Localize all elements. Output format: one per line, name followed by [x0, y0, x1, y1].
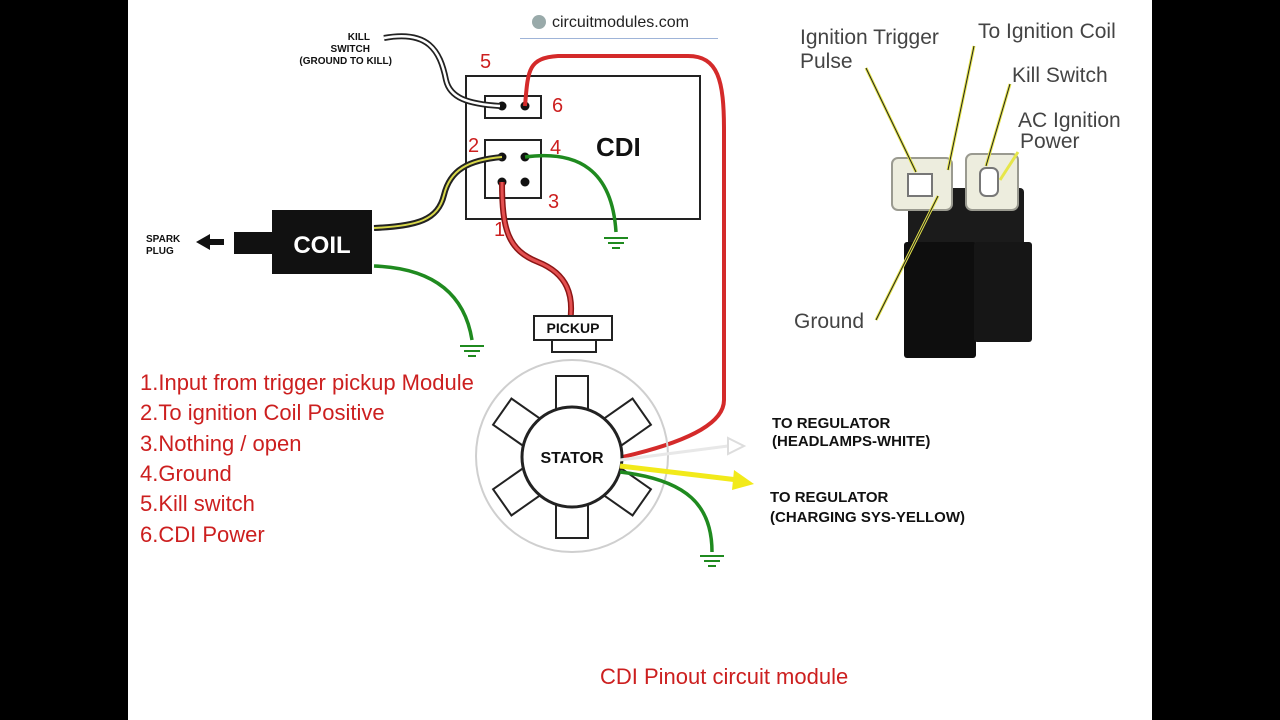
coil-label: COIL: [293, 232, 350, 259]
legend-item-5: 5.Kill switch: [140, 491, 255, 516]
kill-label-1: KILL: [348, 32, 370, 43]
letterbox-left: [0, 0, 128, 720]
ground-symbol-coil: [460, 345, 484, 357]
connector-left-socket: [907, 173, 933, 197]
label-to-ignition-coil: To Ignition Coil: [978, 20, 1116, 43]
regulator-white-label-2: (HEADLAMPS-WHITE): [772, 433, 930, 450]
cdi-ground-wire: [524, 153, 618, 233]
label-ac-power-1: AC Ignition: [1018, 109, 1121, 132]
globe-icon: [532, 15, 546, 29]
stator-label: STATOR: [540, 450, 604, 467]
legend-item-3: 3.Nothing / open: [140, 431, 302, 456]
wiring-diagram: KILL SWITCH (GROUND TO KILL) CDI 1 2 3 4…: [146, 20, 1121, 567]
ground-symbol-stator: [700, 555, 724, 567]
pickup-base: [551, 339, 597, 353]
kill-label-2: SWITCH: [331, 44, 370, 55]
cdi-power-wire: [523, 54, 726, 460]
coil-terminal: [234, 232, 274, 254]
white-arrow-icon: [727, 436, 747, 456]
label-ignition-trigger-1: Ignition Trigger: [800, 26, 939, 49]
kill-label-3: (GROUND TO KILL): [299, 56, 392, 67]
legend-item-1: 1.Input from trigger pickup Module: [140, 370, 474, 395]
label-kill-switch: Kill Switch: [1012, 64, 1108, 87]
connector-4pin: [484, 139, 542, 199]
cdi-unit-photo: [891, 153, 1032, 358]
site-watermark-text: circuitmodules.com: [552, 14, 689, 31]
cdi-unit-side: [974, 242, 1032, 342]
pin-6-label: 6: [552, 95, 563, 117]
photo-leader-outlines: [865, 45, 1011, 321]
legend-item-6: 6.CDI Power: [140, 522, 265, 547]
pin-3-label: 3: [548, 191, 559, 213]
trigger-wire: [500, 181, 573, 323]
connector-right-socket: [979, 167, 999, 197]
coil-block: [272, 210, 372, 274]
diagram-canvas: circuitmodules.com: [128, 0, 1152, 720]
white-output-wire: [619, 444, 729, 462]
cdi-unit-front: [904, 242, 976, 358]
pin-4-label: 4: [550, 137, 561, 159]
regulator-white-label-1: TO REGULATOR: [772, 415, 891, 432]
coil-wire-inner: [373, 156, 503, 229]
pin-2-label: 2: [468, 135, 479, 157]
spark-plug-label-2: PLUG: [146, 246, 174, 257]
pin-3-dot: [520, 177, 530, 187]
label-ignition-trigger-2: Pulse: [800, 50, 853, 73]
pickup-label: PICKUP: [547, 320, 600, 336]
regulator-yellow-label-2: (CHARGING SYS-YELLOW): [770, 509, 965, 526]
site-watermark: circuitmodules.com: [532, 14, 689, 32]
legend-item-2: 2.To ignition Coil Positive: [140, 400, 385, 425]
label-ground: Ground: [794, 310, 864, 333]
legend-item-4: 4.Ground: [140, 461, 232, 486]
page-caption: CDI Pinout circuit module: [600, 664, 849, 689]
letterbox-right: [1152, 0, 1280, 720]
spark-arrow-icon: [196, 234, 224, 250]
stator-ground-wire: [619, 470, 714, 553]
yellow-output-wire: [619, 463, 739, 483]
stator-core: [520, 405, 624, 509]
watermark-underline: [520, 38, 718, 39]
yellow-arrow-icon: [732, 470, 754, 490]
pin-1-label: 1: [494, 219, 505, 241]
pickup-box: [533, 315, 613, 341]
regulator-yellow-label-1: TO REGULATOR: [770, 489, 889, 506]
ground-symbol-cdi: [604, 237, 628, 249]
label-ac-power-2: Power: [1020, 130, 1080, 153]
spark-plug-label-1: SPARK: [146, 234, 181, 245]
cdi-label: CDI: [596, 132, 641, 162]
coil-ground-wire: [373, 264, 474, 341]
pin-5-label: 5: [480, 51, 491, 73]
kill-wire-inner: [383, 35, 501, 108]
stator-outer-ring: [475, 359, 669, 553]
leader-ac: [998, 151, 1020, 181]
